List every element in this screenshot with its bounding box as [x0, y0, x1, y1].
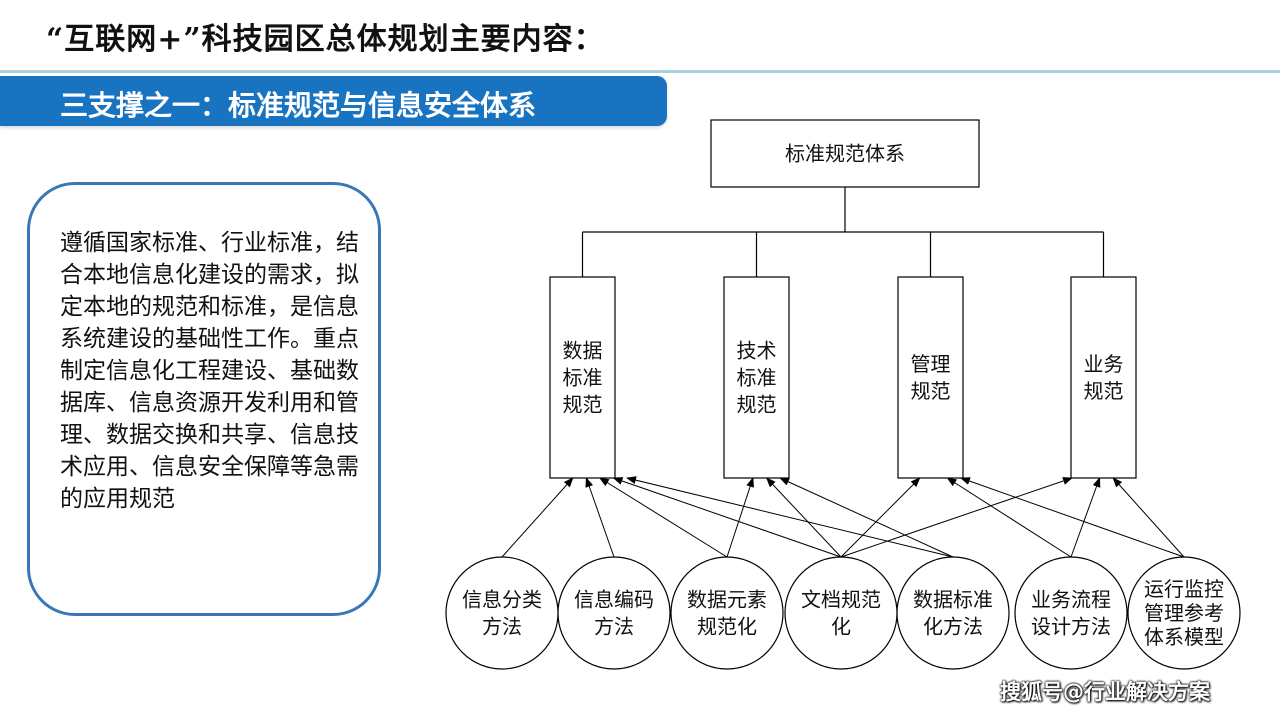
category-label-3: 管理规范 — [911, 352, 951, 403]
method-label-4: 文档规范化 — [801, 588, 881, 639]
description-card: 遵循国家标准、行业标准，结合本地信息化建设的需求，拟定本地的规范和标准，是信息系… — [27, 182, 381, 616]
dependency-arrow-4-3 — [840, 477, 921, 558]
dependency-arrow-3-2 — [726, 477, 754, 558]
method-node-5 — [896, 556, 1010, 670]
category-box-3 — [897, 276, 964, 479]
dependency-arrow-4-4 — [840, 477, 1073, 558]
dependency-arrow-5-2 — [779, 477, 954, 558]
dependency-arrow-1-1 — [501, 477, 574, 558]
dependency-arrow-6-1 — [946, 477, 1072, 558]
method-label-5: 数据标准化方法 — [913, 588, 993, 639]
root-node-label: 标准规范体系 — [785, 142, 905, 166]
method-node-6 — [1014, 556, 1128, 670]
method-label-1: 信息分类方法 — [462, 588, 542, 639]
root-node-box — [710, 119, 980, 188]
dependency-arrow-4-2 — [765, 477, 842, 558]
method-label-2: 信息编码方法 — [574, 588, 654, 639]
method-label-6: 业务流程设计方法 — [1031, 588, 1111, 639]
slide-title: “互联网+”科技园区总体规划主要内容： — [46, 22, 605, 57]
method-node-1 — [445, 556, 559, 670]
description-text: 遵循国家标准、行业标准，结合本地信息化建设的需求，拟定本地的规范和标准，是信息系… — [60, 230, 359, 512]
method-node-3 — [670, 556, 784, 670]
category-box-1 — [549, 276, 616, 479]
dependency-arrow-7-2 — [1112, 477, 1185, 558]
method-node-7 — [1127, 556, 1241, 670]
title-divider — [0, 70, 1280, 73]
dependency-arrow-6-2 — [1070, 477, 1101, 558]
category-label-4: 业务规范 — [1084, 352, 1124, 403]
method-label-3: 数据元素规范化 — [687, 588, 767, 639]
category-label-1: 数据标准规范 — [563, 339, 603, 417]
dependency-arrow-4-1 — [612, 477, 842, 558]
category-box-4 — [1070, 276, 1137, 479]
dependency-arrow-2-1 — [585, 477, 615, 558]
watermark: 搜狐号@行业解决方案 — [1000, 680, 1210, 704]
category-box-2 — [723, 276, 790, 479]
section-label: 三支撑之一：标准规范与信息安全体系 — [60, 89, 537, 122]
dependency-arrow-7-1 — [959, 477, 1185, 558]
dependency-arrow-3-1 — [598, 477, 728, 558]
method-node-2 — [557, 556, 671, 670]
dependency-arrow-5-1 — [625, 476, 954, 558]
section-banner: 三支撑之一：标准规范与信息安全体系 — [0, 76, 667, 126]
method-node-4 — [784, 556, 898, 670]
category-label-2: 技术标准规范 — [737, 339, 777, 417]
method-label-7: 运行监控管理参考体系模型 — [1144, 577, 1224, 649]
